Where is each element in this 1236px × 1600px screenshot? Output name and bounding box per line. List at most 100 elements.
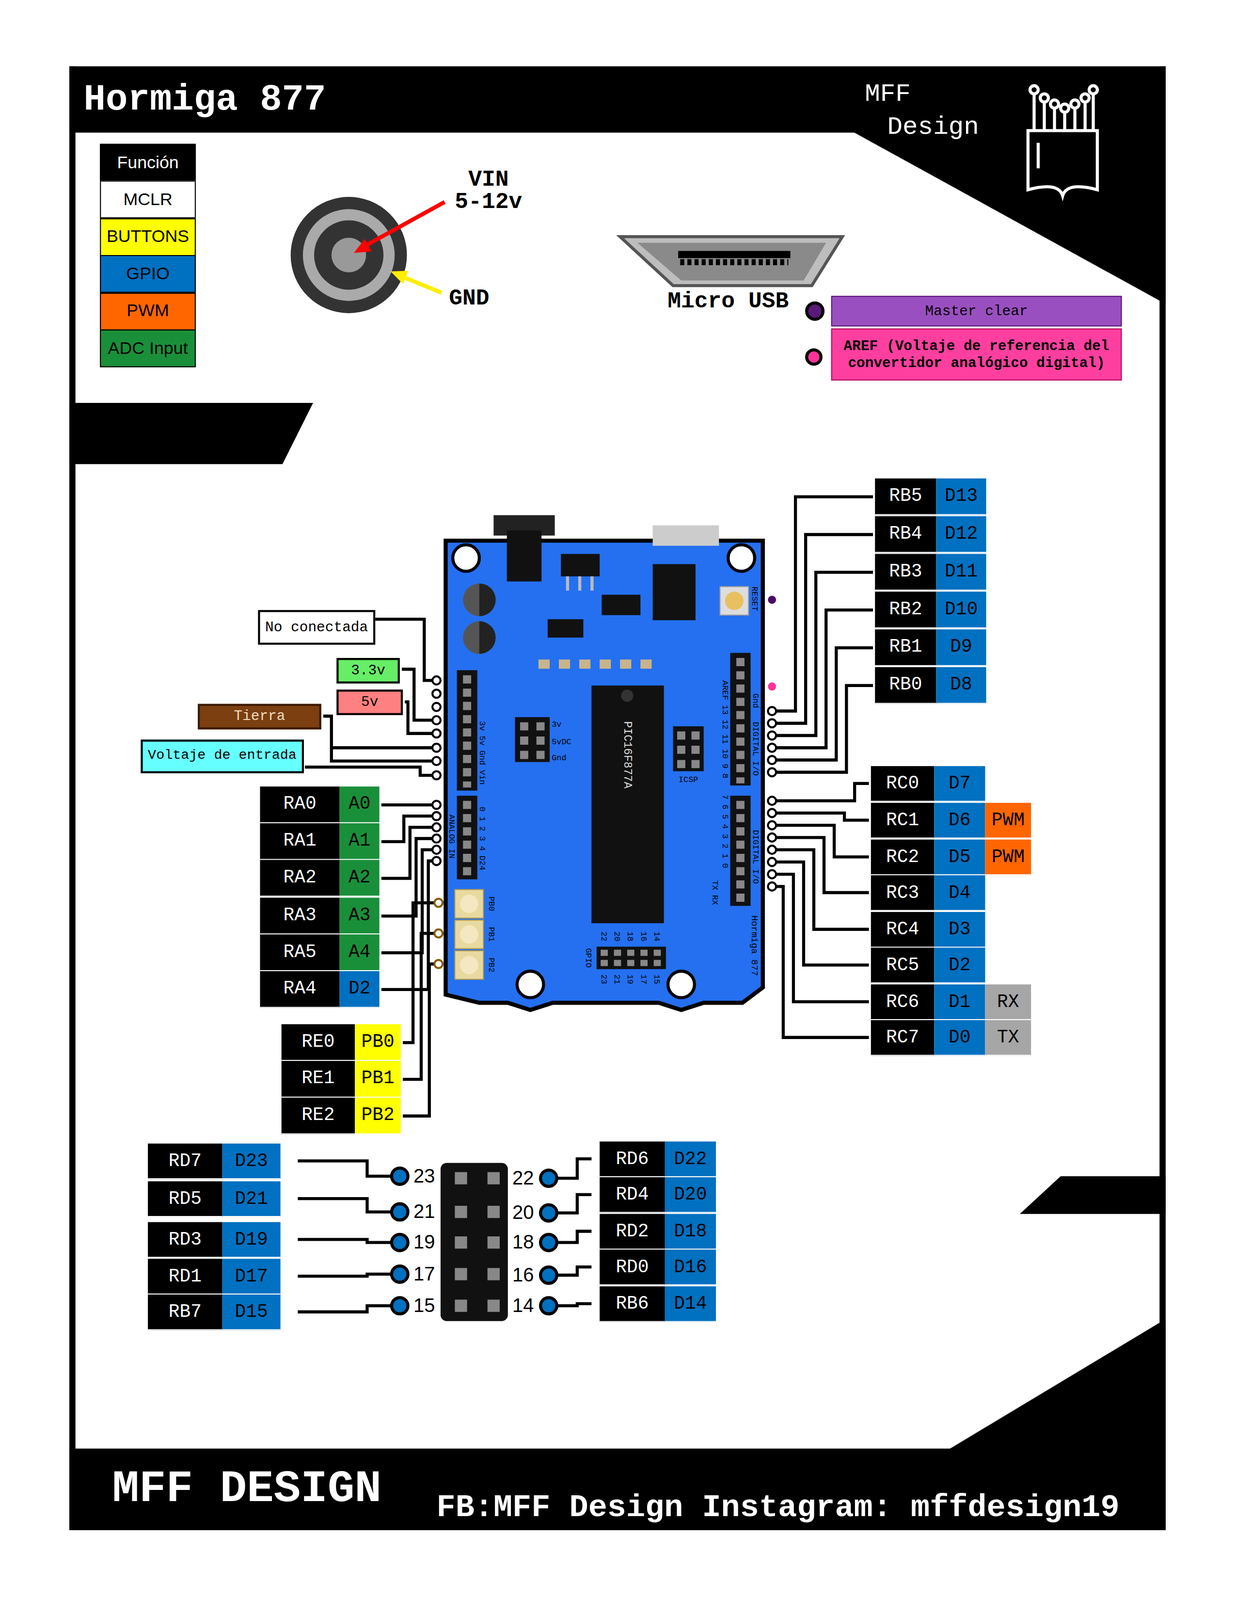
brand-logo [1040, 94, 1049, 103]
board [652, 564, 696, 621]
board [454, 919, 484, 949]
gpio-pin-dot [540, 1266, 557, 1284]
legend-heading: Función [99, 143, 196, 182]
header-pin [432, 689, 441, 698]
pin-label: RB5 [874, 478, 936, 516]
pin-label: D23 [222, 1142, 281, 1179]
pin-label: RE2 [281, 1097, 355, 1135]
board-silkscreen: 5vDC [551, 736, 571, 746]
pin-row: RB4D12 [874, 516, 986, 554]
header-pin [767, 857, 777, 866]
leader-line [776, 534, 873, 723]
board-silkscreen: 7 6 5 4 3 2 1 0 [720, 794, 730, 869]
pin-label: RB4 [874, 516, 936, 554]
leader-line [776, 861, 869, 966]
board-silkscreen: PB0 [486, 896, 496, 911]
board-silkscreen: 18 [625, 931, 635, 941]
board-silkscreen: RESET [749, 586, 760, 612]
leader-line [402, 963, 435, 1116]
pin-label: D4 [934, 874, 985, 911]
gpio-pin-dot [540, 1169, 557, 1187]
pin-label: D21 [222, 1180, 281, 1217]
board [462, 800, 472, 878]
pin-row: RA0A0 [260, 786, 380, 824]
leader-line [776, 886, 869, 1037]
pin-label: D19 [222, 1221, 281, 1258]
vin-arrow [364, 202, 445, 246]
pin-label: D10 [935, 591, 986, 629]
board [457, 669, 478, 791]
callout-number: 15 [413, 1294, 435, 1317]
pin-label: RD0 [599, 1248, 666, 1285]
power-jack [302, 208, 395, 301]
header-pin [767, 767, 777, 777]
header-pin [767, 845, 777, 854]
board [728, 544, 755, 572]
board [566, 576, 570, 591]
gpio-pin-dot [540, 1297, 557, 1314]
pin-label: A1 [339, 823, 380, 860]
pin-label: RD2 [599, 1213, 666, 1250]
pin-label: RA5 [260, 934, 340, 971]
board [536, 722, 545, 760]
pin-row: RD2D18 [599, 1213, 716, 1250]
board-silkscreen: TX RX [710, 880, 720, 905]
board [459, 924, 479, 944]
pin-label: D20 [665, 1176, 716, 1213]
leader-line [776, 783, 869, 801]
callout-number: 18 [512, 1231, 534, 1254]
micro-usb-symbol [680, 258, 789, 266]
board [459, 955, 479, 974]
frame [69, 402, 314, 464]
board-silkscreen: 20 [612, 931, 622, 941]
gpio-pin-dot [391, 1265, 409, 1283]
pin-label: D13 [935, 478, 986, 516]
pin-label: D11 [935, 553, 986, 591]
pin-row: RE1PB1 [281, 1060, 401, 1098]
legend-swatch: BUTTONS [99, 217, 196, 256]
gpio-pin-dot [540, 1204, 557, 1221]
pin-row: RD5D21 [147, 1180, 281, 1217]
brand-logo [1030, 85, 1039, 95]
pin-label: PWM [984, 802, 1031, 839]
pin-row: RA4D2 [260, 970, 380, 1008]
board-silkscreen: DIGITAL I/O [750, 829, 761, 884]
header-pin [434, 959, 443, 968]
pin-label: D9 [935, 629, 986, 666]
board-silkscreen: ICSP [678, 774, 698, 784]
frame [69, 66, 76, 1530]
callout-text: Voltaje de entrada [147, 747, 297, 765]
callout-text: Tierra [233, 707, 286, 725]
leader-line [381, 826, 433, 878]
board-silkscreen: ANALOG IN [446, 814, 457, 859]
legend-text: BUTTONS [106, 226, 190, 247]
board [547, 618, 584, 638]
header-pin [767, 821, 777, 830]
power-jack [314, 220, 384, 290]
pin-row: RB5D13 [874, 478, 986, 516]
pin-row: RC0D7 [871, 765, 986, 802]
board [459, 894, 479, 913]
pin-row: RB0D8 [874, 666, 986, 704]
header-pin [432, 834, 441, 843]
pin-label: D12 [935, 516, 986, 554]
pin-label: RE1 [281, 1060, 355, 1098]
micro-usb-symbol [637, 242, 826, 281]
pin-label: RC4 [871, 911, 935, 948]
pin-row: RA2A2 [260, 859, 380, 897]
leader-line [776, 647, 873, 760]
gpio-header [454, 1299, 467, 1312]
pin-label: D16 [665, 1248, 716, 1285]
gpio-header [454, 1205, 467, 1218]
gpio-pin-dot [540, 1234, 557, 1251]
board [591, 685, 664, 923]
vin-arrow [353, 238, 372, 254]
board [462, 675, 472, 788]
gnd-arrow [390, 270, 442, 293]
board [736, 800, 745, 904]
header-pin [434, 898, 443, 907]
header-pin [767, 833, 777, 842]
frame [1019, 1175, 1166, 1214]
pin-label: RC7 [871, 1019, 935, 1056]
leader-line [557, 1158, 592, 1178]
